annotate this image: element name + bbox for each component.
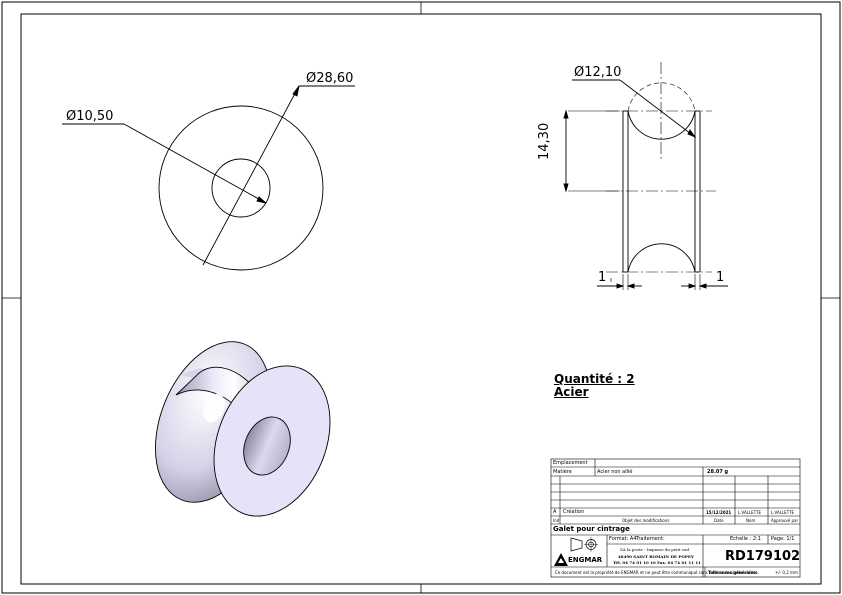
date-header: Date [714, 518, 724, 523]
material-label: Matière [553, 469, 572, 475]
groove-hidden-arc [627, 82, 696, 112]
approved-header: Approuvé par [771, 518, 799, 523]
outer-diameter-label: Ø28,60 [306, 71, 354, 86]
legal-notice: Ce document est la propriété de ENGMAR e… [555, 570, 759, 575]
title-block [550, 458, 801, 578]
revision-drawn-by: L.VALLETTE [738, 510, 762, 515]
bore-arrow [256, 196, 267, 204]
company-address-1: ZA la poste - Impasse du petit sud [620, 547, 690, 552]
material-value: Acier non allié [597, 469, 633, 475]
flange-left-label: 1 [598, 270, 607, 285]
revision-approved-by: L.VALLETTE [771, 510, 795, 515]
isometric-view [154, 341, 331, 517]
part-title: Galet pour cintrage [553, 525, 630, 533]
right-flange-arrow-b [698, 283, 707, 289]
object-header: Objet des modifications [622, 518, 670, 523]
page-label: Page: 1/1 [771, 536, 795, 542]
top-groove-arc [627, 110, 696, 140]
tolerance-label: Tolérances générales: [708, 570, 758, 575]
tolerance-value: +/- 0,2 mm [775, 570, 798, 575]
bottom-groove-arc [627, 243, 696, 273]
flange-right-label: 1 [716, 270, 725, 285]
highlight [203, 393, 225, 423]
mass-value: 28.07 g [707, 469, 729, 475]
revision-index: A [553, 509, 557, 515]
projection-symbol-icon [570, 537, 598, 552]
height-label: 14,30 [537, 122, 552, 160]
format-label: Format: A4 [609, 536, 637, 542]
outer-arrow [292, 85, 300, 97]
company-address-2: 48490 SAINT ROMAIN DE POPEY [618, 554, 694, 559]
bore-diameter-label: Ø10,50 [66, 109, 114, 124]
material-note: Acier [554, 385, 589, 399]
revision-object: Création [563, 509, 585, 515]
bore-hole [243, 416, 291, 476]
treatment-label: Traitement: [636, 536, 665, 542]
groove-diameter-label: Ø12,10 [574, 65, 622, 80]
revision-date: 15/12/2021 [706, 510, 732, 515]
outer-circle [158, 105, 324, 271]
side-view [563, 62, 728, 290]
engmar-logo-inner [558, 558, 564, 563]
location-label: Emplacement [553, 460, 588, 466]
quantity-note: Quantité : 2 [554, 372, 635, 386]
title-block-border [550, 458, 801, 578]
scale-label: Echelle : 2:1 [730, 536, 761, 542]
groove-dimension-line [619, 79, 696, 138]
name-header: Nom [746, 518, 756, 523]
left-flange-arrow-a [616, 283, 625, 289]
height-arrow-bottom [563, 183, 569, 193]
part-number: RD179102 [725, 549, 801, 564]
bore-circle [211, 158, 271, 218]
right-flange-arrow-a [688, 283, 697, 289]
groove-arrow [687, 129, 697, 139]
height-arrow-top [563, 109, 569, 119]
company-name: ENGMAR [568, 556, 603, 564]
company-phone: Tél. 04 74 01 10 10 Fax. 04 74 01 11 11 [613, 560, 701, 565]
bore-dimension-line [123, 123, 267, 204]
left-flange-arrow-b [626, 283, 635, 289]
front-view [62, 85, 355, 271]
outer-dimension-line [202, 85, 300, 266]
ind-header: Ind [553, 518, 560, 523]
